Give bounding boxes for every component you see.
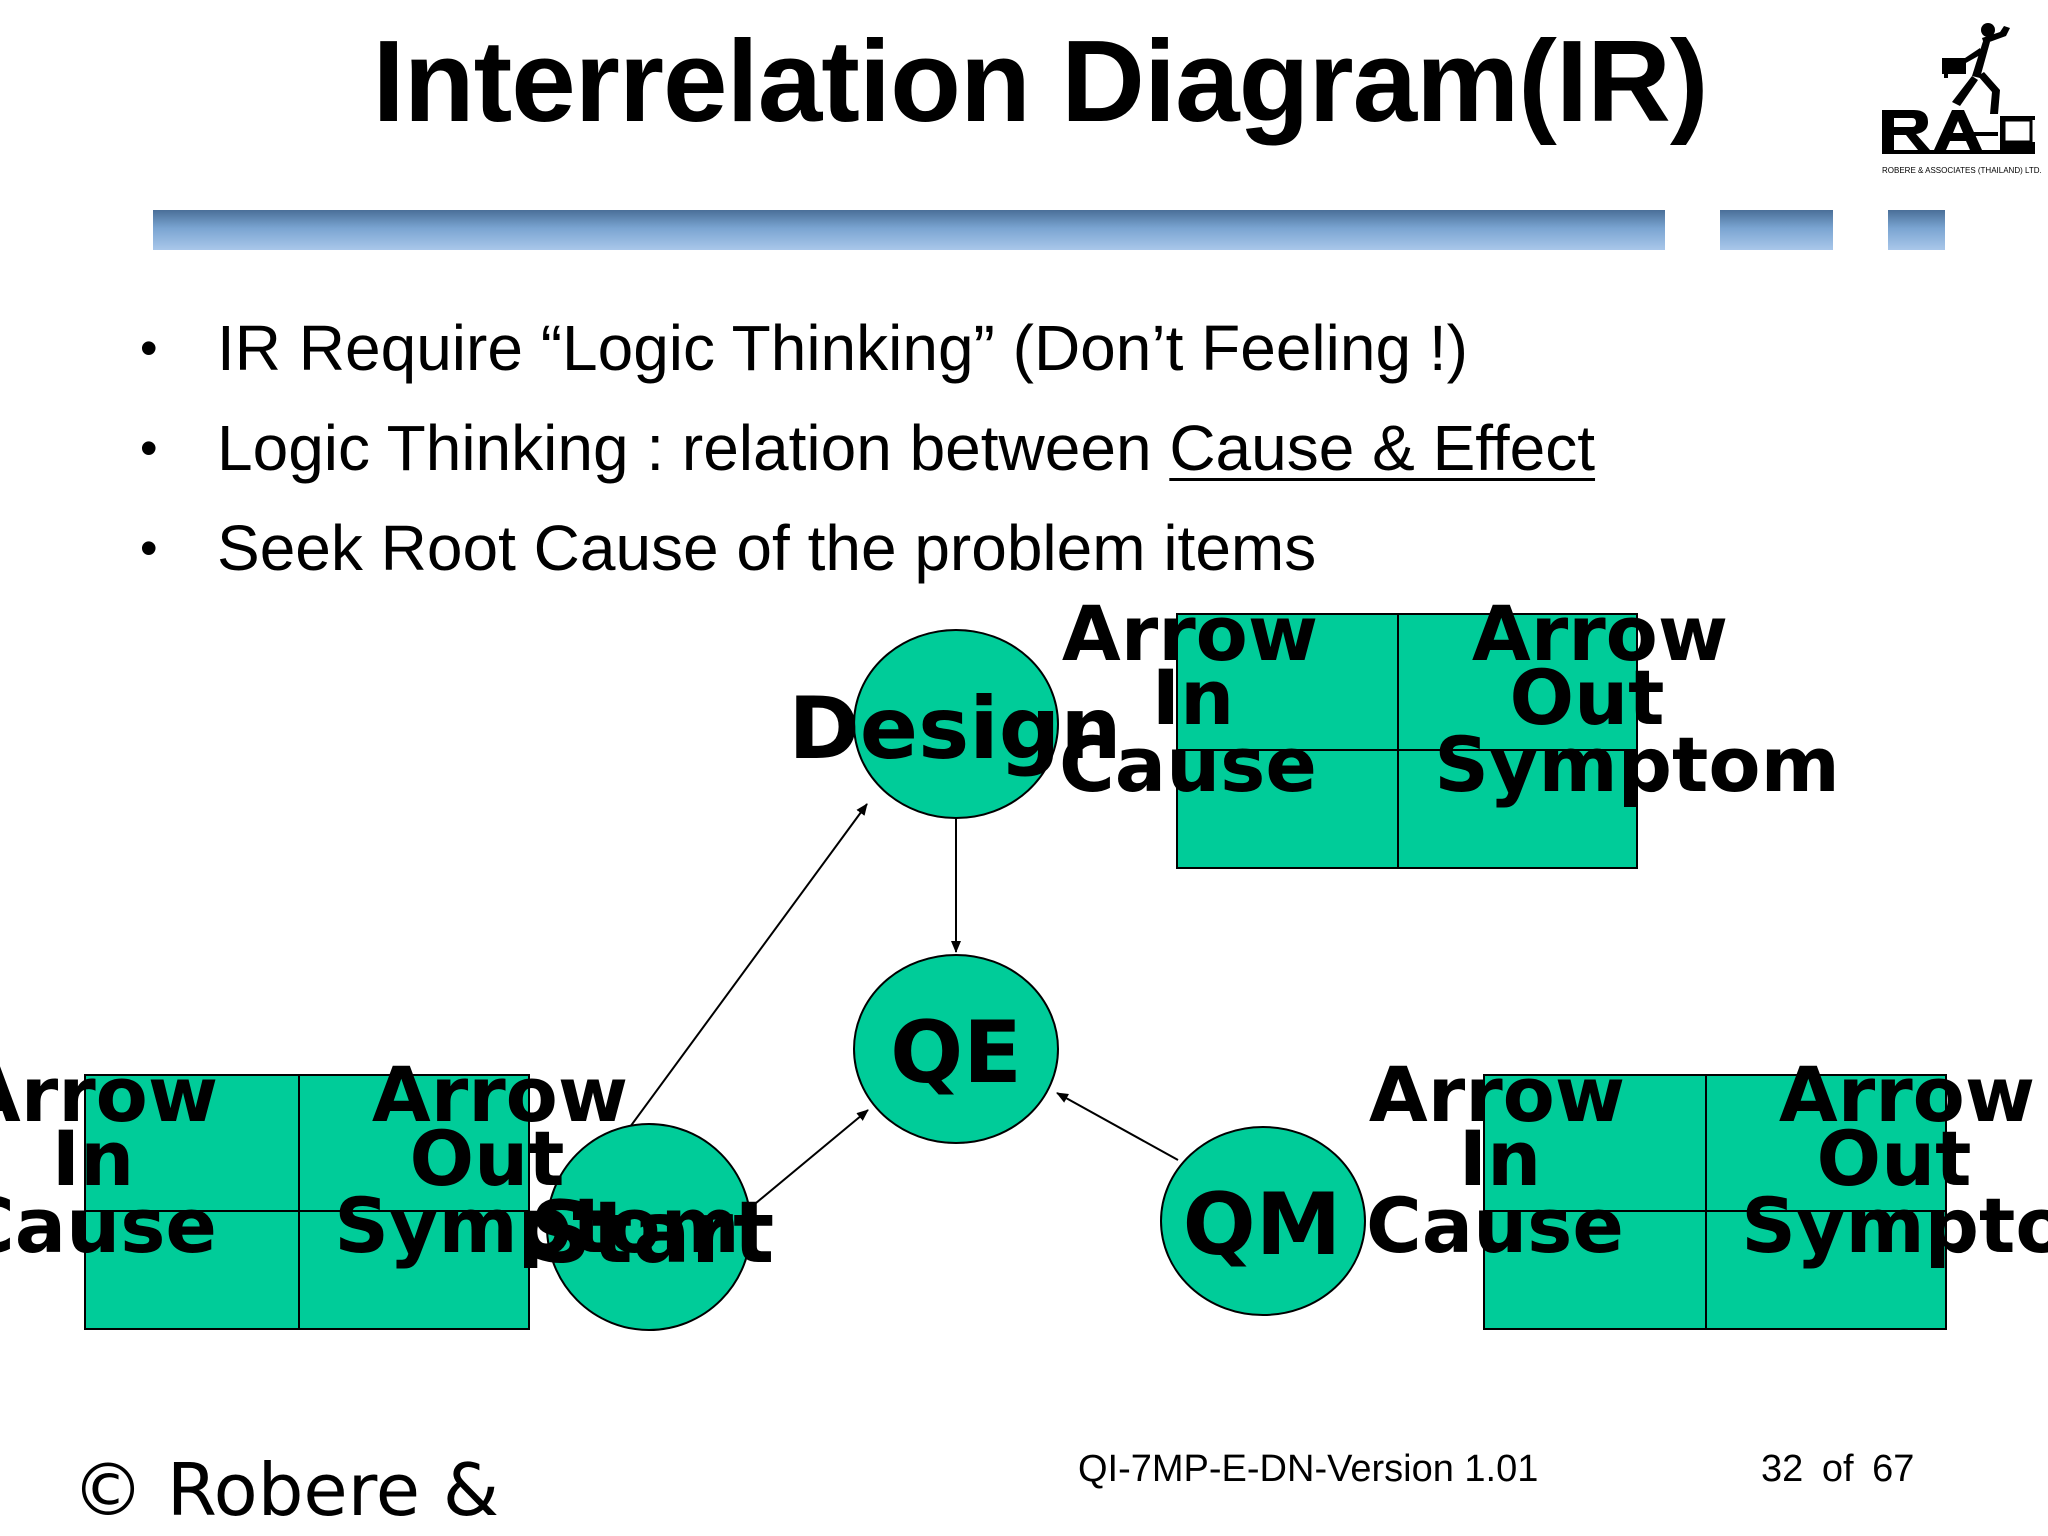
- bullet-dot-icon: •: [140, 320, 158, 376]
- title-rule-short: [1888, 210, 1945, 250]
- arrow-start-to-design: [629, 803, 868, 1128]
- legend-arrow-in-line3: Cause: [1059, 720, 1317, 809]
- arrow-qm-to-qe: [1056, 1092, 1179, 1161]
- legend-arrow-out-line3: Symptom: [1434, 720, 1840, 809]
- legend-grid-top: [1176, 613, 1638, 869]
- legend-arrow-in-line2: In: [1152, 653, 1234, 742]
- company-logo: [1882, 23, 2035, 154]
- node-design-circle: [853, 629, 1059, 819]
- footer-page-number: 32 of 67: [1761, 1448, 1915, 1490]
- bullet-dot-icon: •: [140, 520, 158, 576]
- legend-arrow-in-line2: In: [1459, 1114, 1541, 1203]
- legend-arrow-in-line3: Cause: [1366, 1181, 1624, 1270]
- legend-arrow-out-line2: Out: [1816, 1114, 1971, 1203]
- legend-arrow-out-line3: Symptom: [1741, 1181, 2048, 1270]
- bullet-item: • Seek Root Cause of the problem items: [140, 498, 1595, 598]
- legend-arrow-in-line2: In: [52, 1114, 134, 1203]
- legend-labels-top: Arrow In Cause Arrow Out Symptom: [1059, 589, 1840, 809]
- footer-copyright: © Robere &: [72, 1448, 500, 1532]
- legend-labels-left: Arrow In Cause Arrow Out Symptom: [0, 1050, 740, 1270]
- bullet-text: Seek Root Cause of the problem items: [217, 512, 1317, 584]
- legend-grid-left: [84, 1074, 530, 1330]
- bullet-dot-icon: •: [140, 420, 158, 476]
- node-design-label: Design: [788, 679, 1121, 779]
- logo-caption: ROBERE & ASSOCIATES (THAILAND) LTD.: [1882, 166, 2042, 175]
- legend-arrow-in-line3: Cause: [0, 1181, 217, 1270]
- node-qe-circle: [853, 954, 1059, 1144]
- slide-title: Interrelation Diagram(IR): [372, 16, 1709, 146]
- node-start-label: Start: [530, 1183, 775, 1283]
- legend-arrow-in-line1: Arrow: [0, 1050, 218, 1139]
- legend-grid-right: [1483, 1074, 1947, 1330]
- arrow-start-to-qe: [749, 1109, 869, 1209]
- title-rule-long: [153, 210, 1665, 250]
- legend-arrow-in-line1: Arrow: [1062, 589, 1318, 678]
- legend-arrow-out-line2: Out: [1509, 653, 1664, 742]
- legend-arrow-out-line2: Out: [409, 1114, 564, 1203]
- legend-arrow-out-line1: Arrow: [1779, 1050, 2035, 1139]
- legend-arrow-out-line1: Arrow: [372, 1050, 628, 1139]
- legend-arrow-in-line1: Arrow: [1369, 1050, 1625, 1139]
- bullet-text: Logic Thinking : relation between: [217, 412, 1170, 484]
- title-rule-medium: [1720, 210, 1833, 250]
- bullet-text: IR Require “Logic Thinking” (Don’t Feeli…: [217, 312, 1468, 384]
- bullet-item: • IR Require “Logic Thinking” (Don’t Fee…: [140, 298, 1595, 398]
- legend-arrow-out-line1: Arrow: [1472, 589, 1728, 678]
- legend-arrow-out-line3: Symptom: [334, 1181, 740, 1270]
- bullet-list: • IR Require “Logic Thinking” (Don’t Fee…: [140, 298, 1595, 598]
- footer-version: QI-7MP-E-DN-Version 1.01: [1078, 1448, 1539, 1490]
- logo-letter-r: [1882, 110, 1930, 150]
- bullet-underlined-text: Cause & Effect: [1169, 412, 1596, 484]
- node-qe-label: QE: [890, 1003, 1022, 1103]
- node-qm-label: QM: [1183, 1175, 1342, 1275]
- legend-labels-right: Arrow In Cause Arrow Out Symptom: [1366, 1050, 2048, 1270]
- node-qm-circle: [1160, 1126, 1366, 1316]
- logo-letter-a: [1934, 110, 1982, 150]
- bullet-item: • Logic Thinking : relation between Caus…: [140, 398, 1595, 498]
- logo-figure-head: [1981, 23, 1995, 37]
- node-start-circle: [546, 1123, 752, 1331]
